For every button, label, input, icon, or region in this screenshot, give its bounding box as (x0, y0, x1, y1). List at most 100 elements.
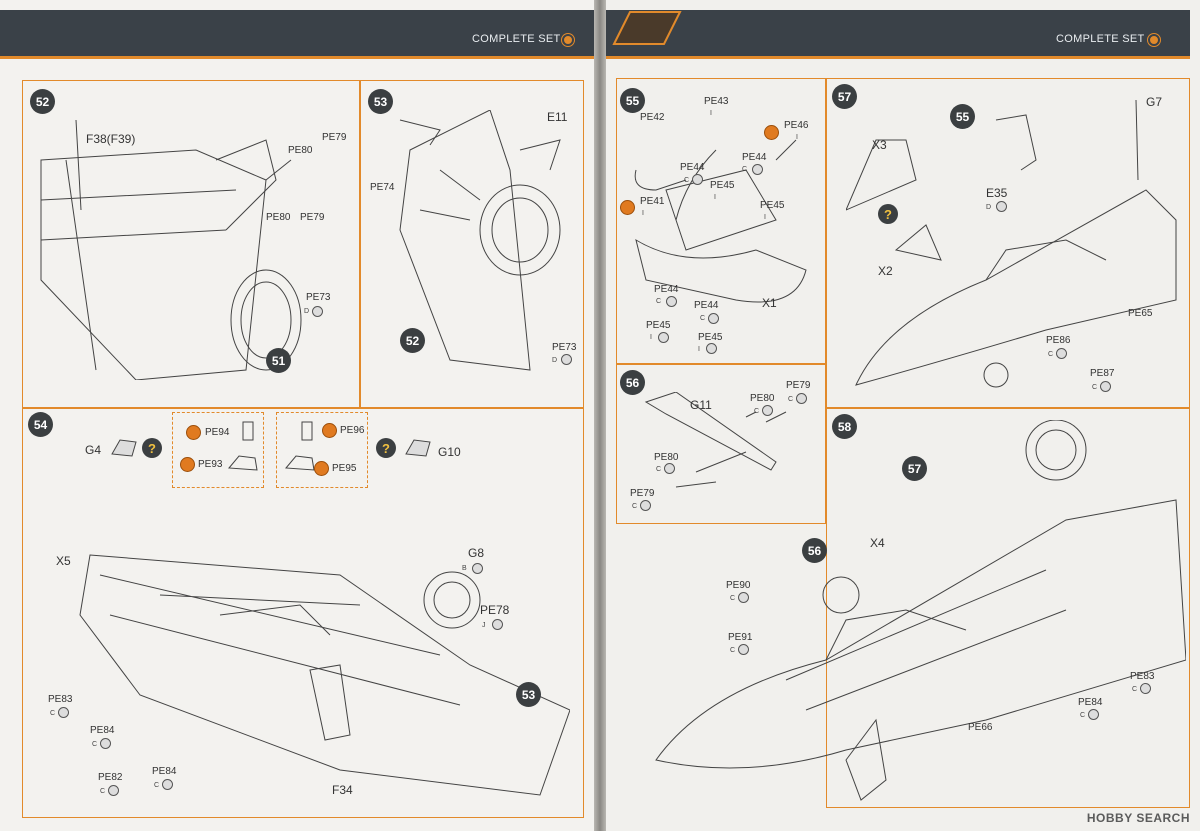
step-53-badge: 53 (368, 89, 393, 114)
label-x1: X1 (762, 296, 777, 310)
step-57-badge: 57 (832, 84, 857, 109)
label-pe96: PE96 (340, 425, 365, 436)
left-banner-dot (562, 34, 574, 46)
part-g10-drawing (405, 439, 431, 457)
label-pe83-a-sub: C (50, 710, 56, 717)
panel-step-58 (826, 408, 1190, 808)
pe91-icon (738, 644, 749, 655)
pe87-icon (1100, 381, 1111, 392)
pe79-c-icon (796, 393, 807, 404)
label-pe44-b: PE44 (680, 162, 705, 173)
pe44-d-icon (708, 313, 719, 324)
label-pe83-b: PE83 (1130, 671, 1155, 682)
part-pe94-drawing (227, 421, 258, 471)
label-pe83-a: PE83 (48, 694, 73, 705)
label-x3: X3 (872, 138, 887, 152)
label-pe82: PE82 (98, 772, 123, 783)
label-pe80-d: PE80 (654, 452, 679, 463)
ref-52-badge: 52 (400, 328, 425, 353)
label-pe80-a: PE80 (288, 145, 313, 156)
label-pe45-c-sub: I (650, 334, 652, 341)
label-pe46-sub: I (796, 134, 798, 141)
label-pe84-a: PE84 (90, 725, 115, 736)
label-pe79-c: PE79 (786, 380, 811, 391)
label-g10: G10 (438, 445, 461, 459)
label-pe41: PE41 (640, 196, 665, 207)
label-pe84-c: PE84 (1078, 697, 1103, 708)
label-pe84-b-sub: C (154, 782, 160, 789)
orange-option-icon-pe93 (180, 457, 195, 472)
label-pe45-d-sub: I (698, 346, 700, 353)
label-pe44-c-sub: C (656, 298, 662, 305)
label-e35-sub: D (986, 204, 992, 211)
panel-step-53 (360, 80, 584, 408)
right-banner-dot (1148, 34, 1160, 46)
label-pe45-a-sub: I (714, 194, 716, 201)
dashed-option-box-right (276, 412, 368, 488)
label-g11: G11 (690, 398, 712, 412)
label-pe45-b-sub: I (764, 214, 766, 221)
label-pe73-b-sub: D (552, 357, 558, 364)
right-page: COMPLETE SET 55 PE43 I PE42 PE46 I PE44 … (606, 0, 1200, 831)
step-56-badge: 56 (620, 370, 645, 395)
pe44-a-icon (752, 164, 763, 175)
label-pe78: PE78 (480, 603, 510, 617)
rear-fuselage-drawing (399, 110, 561, 371)
tail-assembly-drawing (40, 120, 302, 380)
panel-step-55 (616, 78, 826, 364)
step-54-badge: 54 (28, 412, 53, 437)
label-pe83-b-sub: C (1132, 686, 1138, 693)
ref-55-badge: 55 (950, 104, 975, 129)
label-pe44-d: PE44 (694, 300, 719, 311)
pe79-d-icon (640, 500, 651, 511)
label-pe80-c: PE80 (750, 393, 775, 404)
pitot-probe-drawing (644, 392, 787, 488)
label-pe79-c-sub: C (788, 396, 794, 403)
right-banner-title: COMPLETE SET (1056, 33, 1145, 45)
label-pe87: PE87 (1090, 368, 1115, 379)
pe44-b-icon (692, 174, 703, 185)
label-pe43: PE43 (704, 96, 729, 107)
label-pe78-sub: J (482, 622, 486, 629)
pe86-icon (1056, 348, 1067, 359)
label-pe80-d-sub: C (656, 466, 662, 473)
label-pe84-b: PE84 (152, 766, 177, 777)
pe83-a-icon (58, 707, 69, 718)
pe80-c-icon (762, 405, 773, 416)
forward-fuselage-drawing-right (655, 420, 1186, 801)
part-pe96-drawing (284, 421, 315, 471)
orange-option-icon-pe41 (620, 200, 635, 215)
label-pe93: PE93 (198, 459, 223, 470)
label-pe82-sub: C (100, 788, 106, 795)
label-pe84-c-sub: C (1080, 712, 1086, 719)
label-pe79-d: PE79 (630, 488, 655, 499)
label-pe91: PE91 (728, 632, 753, 643)
question-icon-57: ? (878, 204, 898, 224)
label-pe45-c: PE45 (646, 320, 671, 331)
question-icon-left: ? (142, 438, 162, 458)
label-pe44-a: PE44 (742, 152, 767, 163)
label-pe73-a: PE73 (306, 292, 331, 303)
label-pe44-d-sub: C (700, 315, 706, 322)
part-g4-drawing (111, 439, 137, 457)
step-58-badge: 58 (832, 414, 857, 439)
step-55-badge: 55 (620, 88, 645, 113)
left-banner: COMPLETE SET (0, 10, 594, 59)
question-icon-right: ? (376, 438, 396, 458)
label-pe80-b: PE80 (266, 212, 291, 223)
pe83-b-icon (1140, 683, 1151, 694)
label-pe94: PE94 (205, 427, 230, 438)
label-pe86: PE86 (1046, 335, 1071, 346)
orange-option-icon-pe96 (322, 423, 337, 438)
label-pe44-c: PE44 (654, 284, 679, 295)
label-pe74: PE74 (370, 182, 395, 193)
right-banner: COMPLETE SET (606, 10, 1190, 59)
label-pe87-sub: C (1092, 384, 1098, 391)
label-pe43-sub: I (710, 110, 712, 117)
pe84-b-icon (162, 779, 173, 790)
label-x5: X5 (56, 554, 71, 568)
orange-option-icon-pe95 (314, 461, 329, 476)
label-pe79-d-sub: C (632, 503, 638, 510)
pe90-icon (738, 592, 749, 603)
label-pe45-d: PE45 (698, 332, 723, 343)
